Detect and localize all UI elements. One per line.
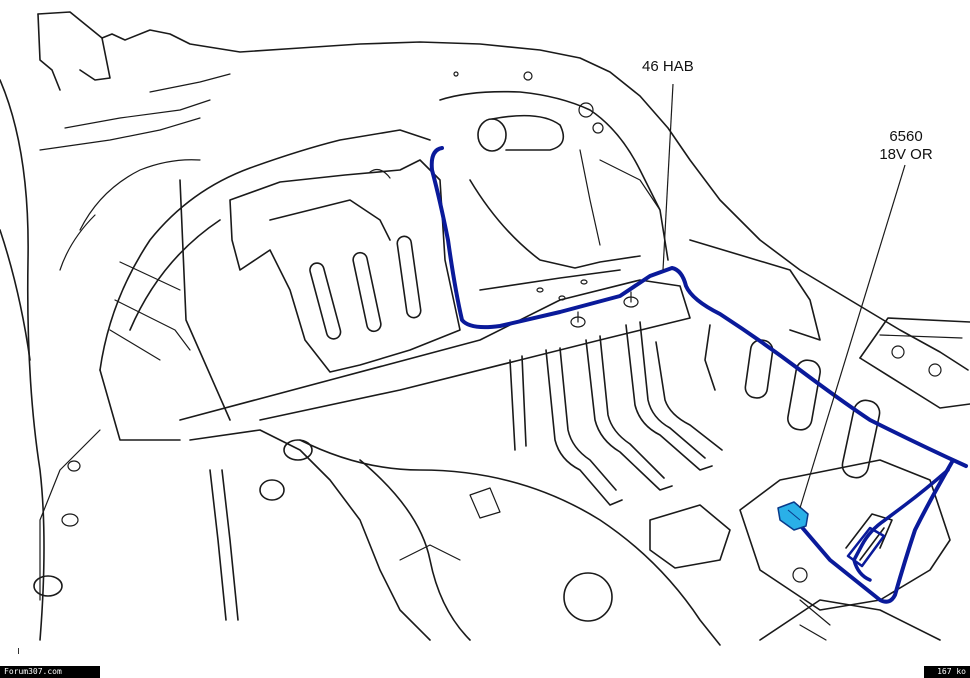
margin-tick (18, 648, 19, 654)
connector-6560 (777, 501, 809, 531)
floor-panel (33, 429, 731, 646)
harness-main-run (429, 146, 968, 468)
harness-branch-bracket (852, 468, 950, 582)
wiring-harness (429, 146, 968, 604)
left-trim-panel (229, 159, 461, 373)
label-46-hab: 46 HAB (642, 58, 694, 75)
cross-member (179, 269, 691, 421)
left-wheel-arch (99, 129, 431, 441)
right-floor-area (739, 459, 951, 641)
label-6560: 6560 18V OR (866, 128, 946, 164)
harness-clip (846, 526, 886, 568)
label-6560-color: 18V OR (879, 146, 933, 163)
floor-ribs (509, 321, 723, 506)
label-6560-number: 6560 (889, 128, 923, 145)
rear-wall (439, 71, 669, 269)
footer-site: Forum307.com (0, 666, 100, 678)
leader-46hab (662, 83, 674, 271)
trunk-body-outline (0, 11, 969, 641)
leader-6560 (799, 164, 906, 509)
footer-size: 167 ko (924, 666, 970, 678)
right-side-panel (689, 239, 970, 479)
harness-branch-lower (798, 460, 954, 604)
